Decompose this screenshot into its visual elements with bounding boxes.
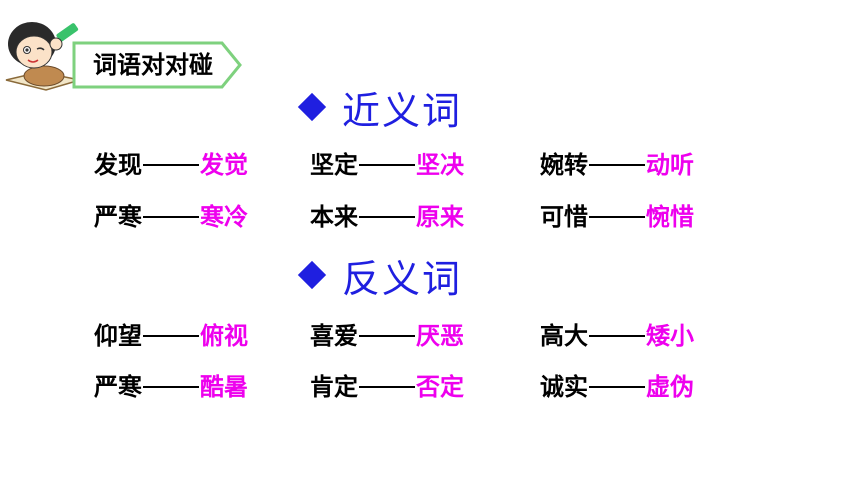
- dash: [359, 335, 415, 337]
- synonyms-heading: 近义词: [297, 82, 463, 133]
- word: 严寒: [94, 373, 142, 401]
- word: 婉转: [540, 151, 588, 179]
- word: 可惜: [540, 203, 588, 231]
- title-badge: 词语对对碰: [72, 40, 244, 90]
- synonym-word: 原来: [416, 203, 464, 231]
- antonym-pair: 严寒 酷暑: [94, 369, 248, 405]
- synonym-word: 发觉: [200, 151, 248, 179]
- synonyms-heading-text: 近义词: [342, 88, 463, 133]
- dash: [143, 216, 199, 218]
- antonym-pair: 喜爱 厌恶: [310, 318, 464, 354]
- synonym-word: 寒冷: [200, 203, 248, 231]
- antonym-word: 酷暑: [200, 373, 248, 401]
- dash: [143, 386, 199, 388]
- antonym-pair: 仰望 俯视: [94, 318, 248, 354]
- antonym-pair: 高大 矮小: [540, 318, 694, 354]
- synonym-pair: 坚定 坚决: [310, 147, 464, 183]
- dash: [589, 335, 645, 337]
- antonym-word: 虚伪: [646, 373, 694, 401]
- synonym-word: 坚决: [416, 151, 464, 179]
- synonym-pair: 本来 原来: [310, 199, 464, 235]
- dash: [359, 386, 415, 388]
- word: 高大: [540, 322, 588, 350]
- diamond-bullet-icon: [297, 92, 327, 122]
- antonym-word: 否定: [416, 373, 464, 401]
- synonym-pair: 严寒 寒冷: [94, 199, 248, 235]
- diamond-bullet-icon: [297, 260, 327, 290]
- antonym-pair: 诚实 虚伪: [540, 369, 694, 405]
- antonyms-heading: 反义词: [297, 250, 463, 301]
- word: 诚实: [540, 373, 588, 401]
- synonym-pair: 发现 发觉: [94, 147, 248, 183]
- antonym-word: 厌恶: [416, 322, 464, 350]
- word: 严寒: [94, 203, 142, 231]
- dash: [589, 216, 645, 218]
- word: 发现: [94, 151, 142, 179]
- dash: [359, 164, 415, 166]
- title-text: 词语对对碰: [93, 51, 213, 79]
- word: 本来: [310, 203, 358, 231]
- word: 喜爱: [310, 322, 358, 350]
- word: 肯定: [310, 373, 358, 401]
- synonym-pair: 婉转 动听: [540, 147, 694, 183]
- dash: [143, 335, 199, 337]
- dash: [589, 386, 645, 388]
- antonym-word: 俯视: [200, 322, 248, 350]
- word: 坚定: [310, 151, 358, 179]
- antonym-pair: 肯定 否定: [310, 369, 464, 405]
- dash: [143, 164, 199, 166]
- word: 仰望: [94, 322, 142, 350]
- synonym-pair: 可惜 惋惜: [540, 199, 694, 235]
- synonym-word: 惋惜: [646, 203, 694, 231]
- synonym-word: 动听: [646, 151, 694, 179]
- dash: [359, 216, 415, 218]
- antonym-word: 矮小: [646, 322, 694, 350]
- antonyms-heading-text: 反义词: [342, 256, 463, 301]
- mascot-illustration: [0, 10, 86, 100]
- dash: [589, 164, 645, 166]
